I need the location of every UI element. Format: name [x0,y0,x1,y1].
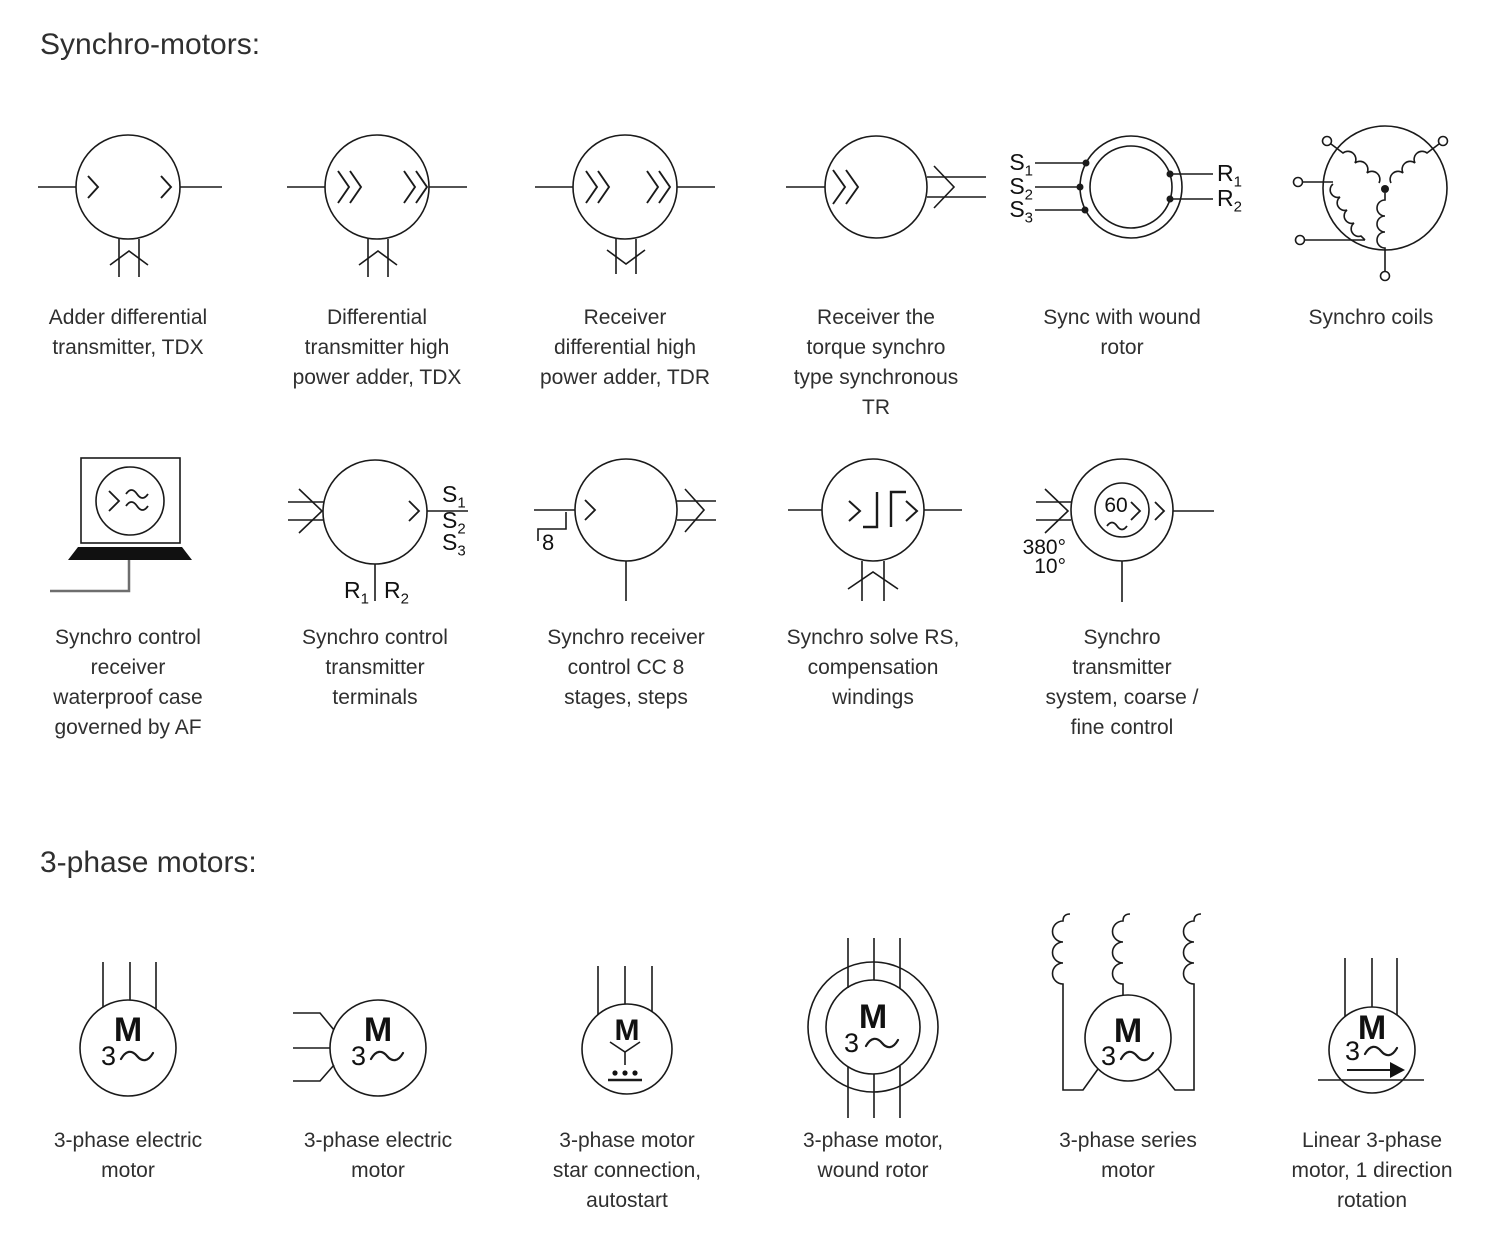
sine-wave-icon [369,1050,405,1062]
coil-terminal [1294,234,1306,246]
caption-synchro-solve-rs: Synchro solve RS, compensation windings [786,626,960,709]
motor-phase-indicator: 3 [80,1042,176,1070]
motor-letter: M [363,1011,393,1049]
motor-letter: M [1357,1009,1387,1047]
caption-linear-motor: Linear 3-phase motor, 1 direction rotati… [1291,1129,1453,1212]
inductor-coil-icon [1111,913,1131,995]
terminal-dot [1076,183,1084,191]
caption-three-phase-motor-2: 3-phase electric motor [303,1129,453,1182]
synchro-control-receiver-waterproof-symbol [50,457,192,593]
motor-letter: M [1113,1012,1143,1050]
sine-wave-icon [1119,1050,1155,1062]
synchro-control-transmitter-terminals-symbol [288,459,468,601]
terminal-label-r2: R2 [384,577,409,608]
stage-count-label: 8 [542,530,555,555]
terminal-dot [1081,206,1089,214]
sine-wave-icon [1106,521,1128,531]
adder-differential-transmitter-symbol [38,134,222,277]
direction-arrow-head [1390,1062,1405,1078]
motor-phase-indicator: 3 [1324,1037,1420,1065]
receiver-differential-high-power-adder-symbol [535,134,715,274]
three-phase-motor-symbol [79,962,177,1097]
terminal-dot [1166,195,1174,203]
inductor-coil-icon [1051,913,1099,1091]
terminal-dot [1166,170,1174,178]
synchro-receiver-control-cc8-symbol [534,458,716,601]
motor-letter: M [614,1014,640,1047]
terminal-label-s1: S1 [442,481,466,512]
terminal-label-s1: S1 [1009,149,1033,180]
motor-letter: M [113,1011,143,1049]
dial-value-label: 60 [1104,494,1128,517]
linear-three-phase-motor-symbol [1318,958,1424,1094]
terminal-dot [1082,159,1090,167]
sine-wave-icon [864,1037,900,1049]
synchro-transmitter-coarse-fine-symbol [1036,458,1214,602]
terminal-label-s3: S3 [1009,196,1033,227]
caption-adder-differential-transmitter: Adder differential transmitter, TDX [48,306,208,359]
sync-wound-rotor-symbol [1035,135,1213,239]
sine-wave-icon [119,1050,155,1062]
autostart-dot [632,1070,638,1076]
terminal-label-r1: R1 [344,577,369,608]
caption-synchro-control-transmitter: Synchro control transmitter terminals [302,626,448,709]
terminal-label-s2: S2 [442,507,466,538]
motor-phase-indicator: 3 [825,1029,921,1057]
caption-synchro-control-receiver: Synchro control receiver waterproof case… [53,626,203,739]
caption-sync-with-wound-rotor: Sync with wound rotor [1043,306,1201,359]
synchro-coils-symbol [1292,125,1449,282]
caption-synchro-transmitter-system: Synchro transmitter system, coarse / fin… [1045,626,1199,739]
caption-star-connection-autostart: 3-phase motor star connection, autostart [552,1129,702,1212]
three-phase-motor-wound-rotor-symbol [807,938,939,1118]
coarse-angle-label: 380° [1022,536,1066,559]
terminal-label-s3: S3 [442,529,466,560]
motor-phase-indicator: 3 [1080,1042,1176,1070]
caption-receiver-differential-high-power: Receiver differential high power adder, … [539,306,711,389]
terminal-label-r2: R2 [1217,185,1242,216]
inductor-coil-icon [1157,913,1202,1091]
caption-synchro-coils: Synchro coils [1308,306,1434,329]
three-phase-motor-star-autostart-symbol [581,966,673,1095]
fine-angle-label: 10° [1034,555,1066,578]
coil-terminal [1379,270,1391,282]
section-title-three-phase-motors: 3-phase motors: [40,846,257,879]
three-phase-motor-side-leads-symbol [293,999,427,1097]
terminal-label-r1: R1 [1217,160,1242,191]
star-connection-icon [609,1041,641,1065]
autostart-dot [612,1070,618,1076]
caption-wound-rotor: 3-phase motor, wound rotor [802,1129,944,1182]
caption-synchro-receiver-control: Synchro receiver control CC 8 stages, st… [547,626,705,709]
receiver-torque-synchro-symbol [786,135,986,239]
caption-receiver-torque-synchro: Receiver the torque synchro type synchro… [793,306,959,419]
coil-terminal [1321,135,1333,147]
sine-wave-icon [1363,1045,1399,1057]
synchro-solve-rs-symbol [788,458,962,601]
terminal-label-s2: S2 [1009,173,1033,204]
caption-series-motor: 3-phase series motor [1059,1129,1197,1182]
motor-letter: M [858,998,888,1036]
three-phase-series-motor-symbol [1051,913,1202,1091]
coil-terminal [1437,135,1449,147]
caption-differential-transmitter-high-power: Differential transmitter high power adde… [292,306,462,389]
autostart-dot [622,1070,628,1076]
differential-transmitter-high-power-adder-symbol [287,134,467,277]
caption-three-phase-motor-1: 3-phase electric motor [53,1129,203,1182]
motor-phase-indicator: 3 [330,1042,426,1070]
coil-terminal [1292,176,1304,188]
section-title-synchro-motors: Synchro-motors: [40,28,261,61]
